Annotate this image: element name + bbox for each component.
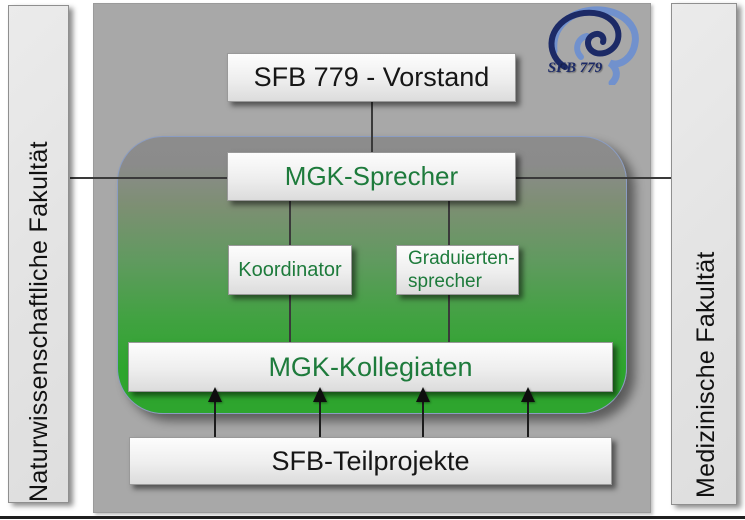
node-sfb-teilprojekte: SFB-Teilprojekte (129, 437, 612, 485)
node-graduiertensprecher-label-line1: Graduierten- (408, 248, 515, 269)
node-koordinator-label: Koordinator (238, 258, 342, 281)
logo-caption: SFB 779 (547, 60, 603, 76)
arrow-line (527, 401, 529, 437)
node-koordinator: Koordinator (228, 245, 352, 295)
node-graduiertensprecher-label-line2: sprecher (408, 271, 482, 292)
node-mgk-sprecher: MGK-Sprecher (227, 152, 516, 201)
faculty-label-natural-sciences: Naturwissenschaftliche Fakultät (25, 141, 53, 502)
node-vorstand: SFB 779 - Vorstand (227, 53, 516, 102)
node-vorstand-label: SFB 779 - Vorstand (253, 62, 490, 92)
arrow-line (319, 401, 321, 437)
node-mgk-kollegiaten-label: MGK-Kollegiaten (268, 351, 473, 382)
node-graduiertensprecher: Graduierten- sprecher (396, 245, 519, 295)
node-mgk-sprecher-label: MGK-Sprecher (284, 161, 459, 191)
faculty-label-medicine: Medizinische Fakultät (692, 251, 720, 498)
page-bottom-rule (0, 516, 745, 519)
arrow-line (214, 401, 216, 437)
arrow-line (422, 401, 424, 437)
arrow-up-icon (313, 387, 327, 402)
node-mgk-kollegiaten: MGK-Kollegiaten (128, 342, 613, 392)
sfb779-spiral-logo-icon (548, 6, 639, 85)
faculty-bar-medicine (671, 3, 737, 505)
arrow-up-icon (521, 387, 535, 402)
connector-vorstand-sprecher (371, 101, 373, 153)
arrow-up-icon (208, 387, 222, 402)
arrow-up-icon (416, 387, 430, 402)
faculty-bar-natural-sciences (8, 5, 69, 503)
node-sfb-teilprojekte-label: SFB-Teilprojekte (271, 445, 470, 476)
